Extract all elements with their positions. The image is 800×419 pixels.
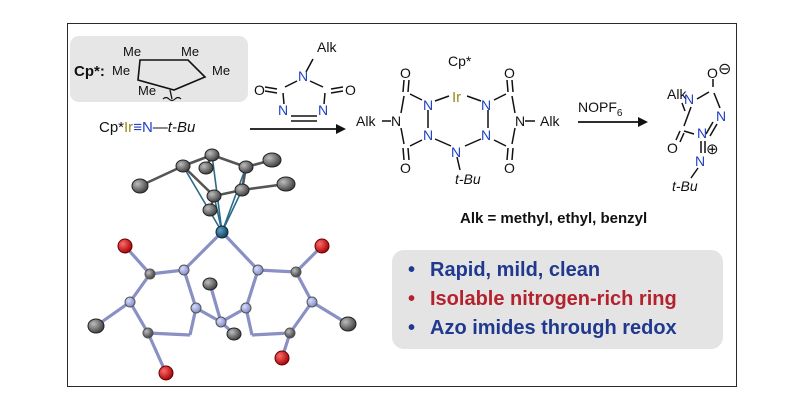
cp-methyl-4: Me <box>212 63 230 78</box>
final-tbu-label: t-Bu <box>672 178 698 194</box>
product-n-right-ring: N <box>515 113 525 129</box>
iridium-product: Cp* Ir N N N N N N N <box>356 53 560 187</box>
reagent-alk-label: Alk <box>317 39 337 55</box>
bullet-item-1: • Rapid, mild, clean <box>408 259 600 282</box>
bullet-item-3: • Azo imides through redox <box>408 317 677 340</box>
cp-methyl-1: Me <box>123 44 141 59</box>
nopf6-reagent-label: NOPF6 <box>578 99 623 119</box>
bullet-item-2: • Isolable nitrogen-rich ring <box>408 288 677 311</box>
reagent-n1: N <box>278 102 288 118</box>
alk-definition-text: Alk = methyl, ethyl, benzyl <box>460 210 647 227</box>
product-alk-left: Alk <box>356 113 376 129</box>
bullet-dot-2: • <box>408 288 416 310</box>
final-n2: N <box>716 108 726 124</box>
cp-methyl-2: Me <box>181 44 199 59</box>
product-n-lower-left: N <box>423 127 433 143</box>
final-positive-charge: ⊕ <box>706 141 719 158</box>
cp-methyl-3: Me <box>112 63 130 78</box>
triazolinedione-reagent: Alk N N N O O <box>254 39 356 122</box>
final-azo-n: N <box>695 153 705 169</box>
bullet-text-3: Azo imides through redox <box>430 317 677 339</box>
product-oxygen-1: O <box>400 65 411 81</box>
bullet-text-2: Isolable nitrogen-rich ring <box>430 288 677 310</box>
crystal-structure <box>87 148 357 381</box>
reagent-n4: N <box>298 68 308 84</box>
product-oxygen-4: O <box>504 160 515 176</box>
product-n-upper-left: N <box>423 97 433 113</box>
bullet-dot-1: • <box>408 259 416 281</box>
final-n1: N <box>697 125 707 141</box>
product-oxygen-3: O <box>504 65 515 81</box>
reagent-oxygen-left: O <box>254 82 265 98</box>
cp-methyl-5: Me <box>138 83 156 98</box>
product-cp-label: Cp* <box>448 53 472 69</box>
final-n4: N <box>684 91 694 107</box>
reagent-oxygen-right: O <box>345 82 356 98</box>
cp-star-structure: Cp*: Me Me Me Me Me <box>74 44 230 102</box>
product-tbu-label: t-Bu <box>455 171 481 187</box>
cp-star-label: Cp*: <box>74 63 105 80</box>
final-alk-label: Alk <box>667 86 687 102</box>
final-oxygen-top: O <box>707 65 718 81</box>
cp-star-definition-box <box>70 36 248 102</box>
key-points-panel: • Rapid, mild, clean • Isolable nitrogen-r… <box>392 250 723 349</box>
final-oxygen-bottom: O <box>667 140 678 156</box>
product-n-lower-right: N <box>481 127 491 143</box>
reagent-n2: N <box>318 102 328 118</box>
starting-imido-complex: Cp*Ir≡N—t-Bu <box>99 119 196 136</box>
product-alk-right: Alk <box>540 113 560 129</box>
azo-imide-product: Alk N O ⊖ N N ⊕ O N t-Bu <box>667 61 731 194</box>
product-n-upper-right: N <box>481 97 491 113</box>
product-iridium-label: Ir <box>452 89 461 106</box>
bullet-text-1: Rapid, mild, clean <box>430 259 601 281</box>
product-n-imido: N <box>451 144 461 160</box>
bullet-dot-3: • <box>408 317 416 339</box>
final-negative-charge: ⊖ <box>718 61 731 78</box>
product-oxygen-2: O <box>400 160 411 176</box>
product-n-left-ring: N <box>391 113 401 129</box>
